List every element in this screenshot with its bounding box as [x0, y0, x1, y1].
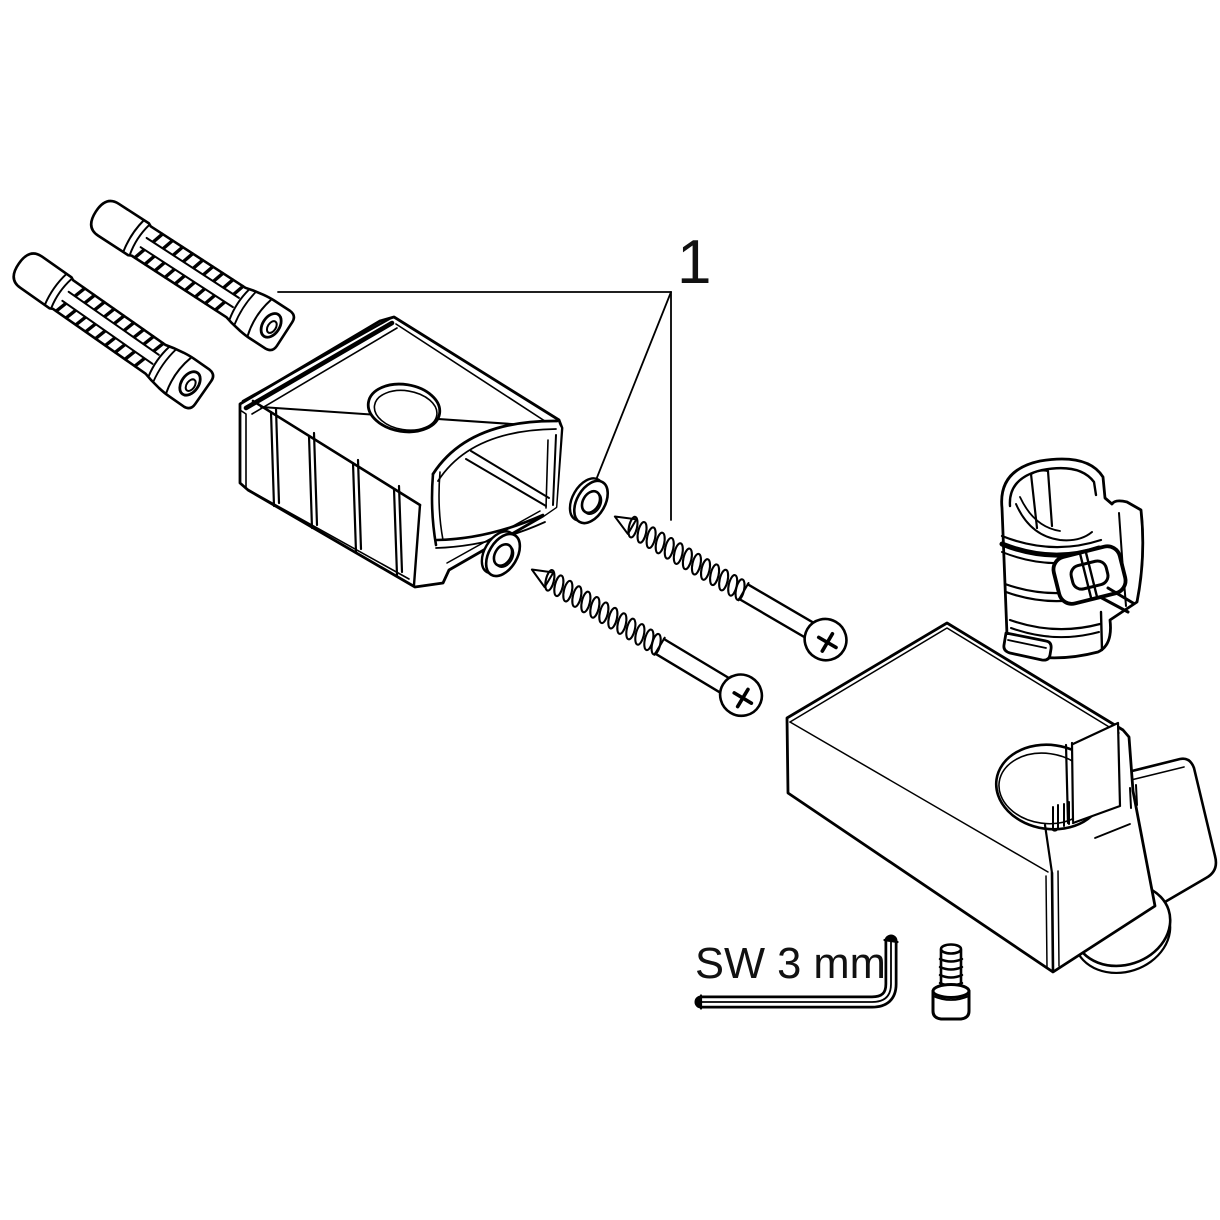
holder-body [785, 621, 1157, 974]
tool-size-label: SW 3 mm [695, 940, 886, 988]
wall-flange [1126, 757, 1218, 908]
callout-1-leader [277, 291, 672, 521]
callout-1-label: 1 [677, 228, 711, 297]
holder-insert-cone [999, 457, 1145, 662]
hex-key [694, 934, 899, 1010]
set-screw [931, 943, 971, 1021]
mounting-bracket [238, 315, 564, 589]
washer-upper [561, 471, 616, 531]
